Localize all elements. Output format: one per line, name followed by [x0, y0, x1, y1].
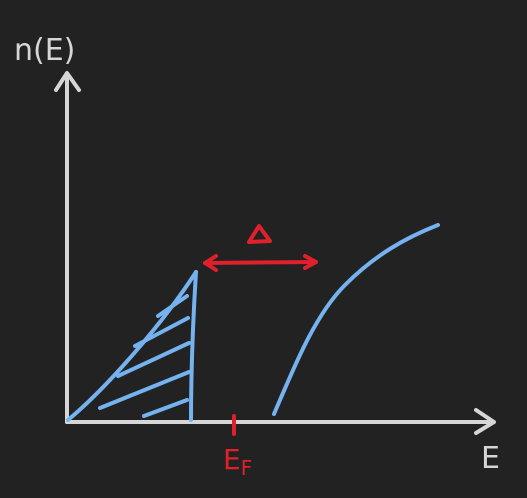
gap-double-arrow [203, 254, 318, 272]
y-axis-arrowhead [54, 71, 81, 92]
x-axis-arrowhead [474, 408, 496, 435]
hatch-line [116, 341, 191, 378]
valence-band-edge [66, 270, 198, 422]
y-axis-label: n(E) [14, 33, 75, 68]
gap-arrowhead-left [203, 254, 218, 272]
gap-arrowhead-right [303, 254, 318, 270]
hatch-line [133, 316, 190, 348]
hatch-line [142, 398, 189, 418]
fermi-level-symbol: E [223, 443, 241, 476]
gap-label-delta-glyph [247, 224, 272, 244]
fermi-level-label: EF [223, 443, 252, 480]
x-axis-label: E [481, 441, 500, 476]
hatch-line [98, 370, 191, 410]
conduction-band-curve [272, 223, 440, 416]
axes [54, 71, 496, 435]
fermi-level-subscript: F [241, 456, 253, 480]
valence-band [66, 270, 198, 422]
hatch-line [156, 294, 189, 318]
gap-arrow-shaft [203, 260, 318, 265]
valence-band-cutoff [189, 270, 198, 422]
